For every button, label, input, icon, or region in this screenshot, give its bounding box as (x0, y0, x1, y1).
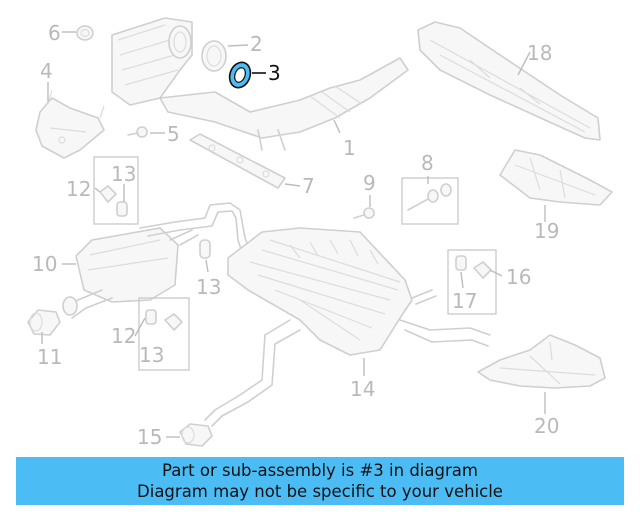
part-7-hanger-bracket (189, 133, 286, 189)
callout-13-middle: 13 (196, 275, 221, 299)
callout-4: 4 (40, 59, 53, 83)
part-11-clamp (27, 309, 61, 336)
part-15-clamp (179, 423, 213, 447)
part-2-gasket (201, 40, 227, 72)
info-banner: Part or sub-assembly is #3 in diagram Di… (16, 457, 624, 505)
callout-17: 17 (452, 289, 477, 313)
part-12-13-box-upper (93, 156, 139, 225)
exhaust-parts-diagram: 6 2 3 4 5 1 7 8 9 12 13 10 11 13 12 13 1… (27, 17, 613, 449)
banner-line-1: Part or sub-assembly is #3 in diagram (162, 461, 478, 480)
part-1-catalytic-converter (111, 17, 409, 151)
callout-15: 15 (137, 425, 162, 449)
callout-1: 1 (343, 136, 356, 160)
callout-7: 7 (302, 174, 315, 198)
callout-13-upper: 13 (111, 162, 136, 186)
part-13-hanger-middle (199, 239, 211, 259)
callout-18: 18 (527, 41, 552, 65)
callout-3: 3 (268, 61, 281, 85)
part-6-nut (76, 25, 94, 41)
part-9-bolt (353, 207, 375, 219)
callout-13-lower: 13 (139, 343, 164, 367)
callout-16: 16 (506, 265, 531, 289)
part-12-13-box-lower (138, 297, 190, 371)
part-3-gasket-highlighted (228, 61, 252, 89)
callout-6: 6 (48, 21, 61, 45)
callout-14: 14 (350, 377, 375, 401)
callout-12-upper: 12 (66, 177, 91, 201)
part-20-heat-shield (477, 334, 606, 389)
part-4-bracket (35, 89, 105, 159)
part-19-heat-shield (499, 149, 613, 206)
callout-leaders (41, 31, 546, 438)
callout-5: 5 (167, 122, 180, 146)
part-5-bolt (127, 126, 148, 138)
part-10-muffler (62, 227, 199, 319)
callout-9: 9 (363, 171, 376, 195)
callout-2: 2 (250, 32, 263, 56)
callout-20: 20 (534, 414, 559, 438)
callout-10: 10 (32, 252, 57, 276)
part-18-heat-shield (417, 21, 601, 141)
callout-numbers: 6 2 3 4 5 1 7 8 9 12 13 10 11 13 12 13 1… (32, 21, 559, 449)
callout-8: 8 (421, 151, 434, 175)
part-16-17-box (447, 249, 497, 315)
part-8-clamp-kit (401, 177, 459, 225)
callout-11: 11 (37, 345, 62, 369)
part-14-rear-muffler (139, 202, 491, 427)
callout-19: 19 (534, 219, 559, 243)
callout-12-lower: 12 (111, 324, 136, 348)
banner-line-2: Diagram may not be specific to your vehi… (137, 482, 503, 501)
